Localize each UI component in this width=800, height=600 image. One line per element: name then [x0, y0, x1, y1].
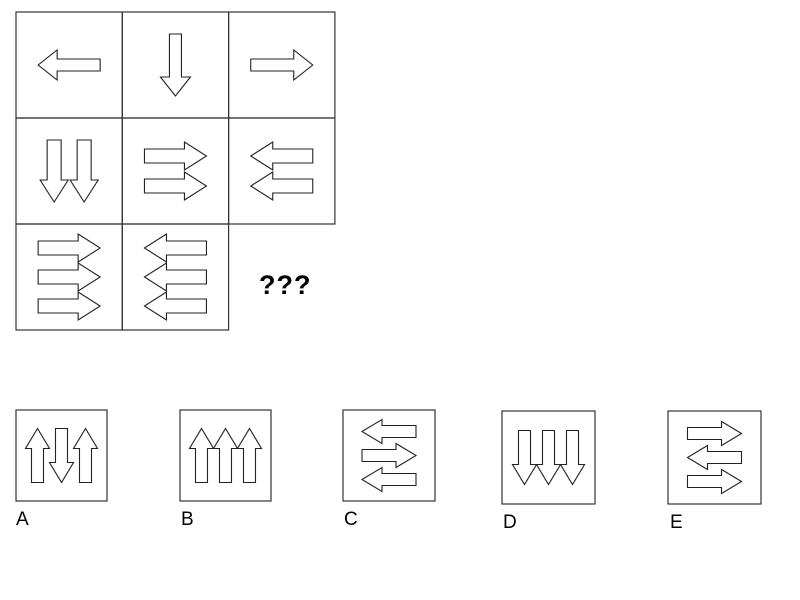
option-d[interactable]: [501, 410, 596, 505]
arrow-down-icon: [511, 429, 538, 486]
grid-cell-r1-c1: [15, 11, 123, 119]
option-d-label[interactable]: D: [503, 512, 517, 533]
arrow-left-icon: [360, 466, 417, 493]
arrow-down-icon: [48, 427, 75, 484]
option-e[interactable]: [667, 410, 762, 505]
arrow-up-icon: [236, 427, 263, 484]
option-b-label[interactable]: B: [181, 509, 194, 530]
arrow-right-icon: [250, 48, 314, 82]
arrow-right-icon: [361, 442, 418, 469]
missing-cell-marker: ???: [259, 270, 312, 300]
arrow-down-icon: [535, 429, 562, 486]
arrow-left-icon: [249, 140, 314, 172]
arrow-down-icon: [69, 139, 100, 204]
arrow-left-icon: [249, 170, 314, 202]
arrow-up-icon: [72, 427, 99, 484]
grid-cell-r2-c2: [121, 117, 230, 225]
arrow-left-icon: [360, 418, 417, 445]
arrow-right-icon: [37, 290, 102, 322]
grid-cell-r3-c2: [121, 223, 230, 331]
arrow-right-icon: [37, 261, 102, 293]
option-e-label[interactable]: E: [670, 512, 683, 533]
arrow-up-icon: [212, 427, 239, 484]
arrow-down-icon: [39, 139, 70, 204]
arrow-right-icon: [37, 232, 102, 264]
arrow-right-icon: [143, 170, 208, 202]
grid-cell-r2-c3: [228, 117, 336, 225]
arrow-right-icon: [686, 420, 743, 447]
option-c-label[interactable]: C: [344, 509, 358, 530]
arrow-left-icon: [143, 261, 207, 293]
option-a-label[interactable]: A: [16, 509, 29, 530]
arrow-down-icon: [159, 33, 192, 97]
arrow-left-icon: [143, 290, 207, 322]
option-a[interactable]: [15, 409, 108, 502]
puzzle-grid: [15, 11, 336, 331]
answer-options: [15, 409, 762, 505]
arrow-left-icon: [686, 444, 743, 471]
arrow-up-icon: [24, 427, 51, 484]
grid-cell-r1-c3: [228, 11, 336, 119]
arrow-right-icon: [686, 468, 743, 495]
arrow-left-icon: [143, 232, 207, 264]
arrow-right-icon: [143, 140, 208, 172]
grid-cell-r2-c1: [15, 117, 123, 225]
grid-cell-r3-c1: [15, 223, 123, 331]
option-b[interactable]: [179, 409, 272, 502]
arrow-down-icon: [559, 429, 586, 486]
grid-cell-r1-c2: [121, 11, 230, 119]
arrow-up-icon: [188, 427, 215, 484]
option-c[interactable]: [342, 409, 436, 502]
arrow-left-icon: [37, 48, 101, 82]
